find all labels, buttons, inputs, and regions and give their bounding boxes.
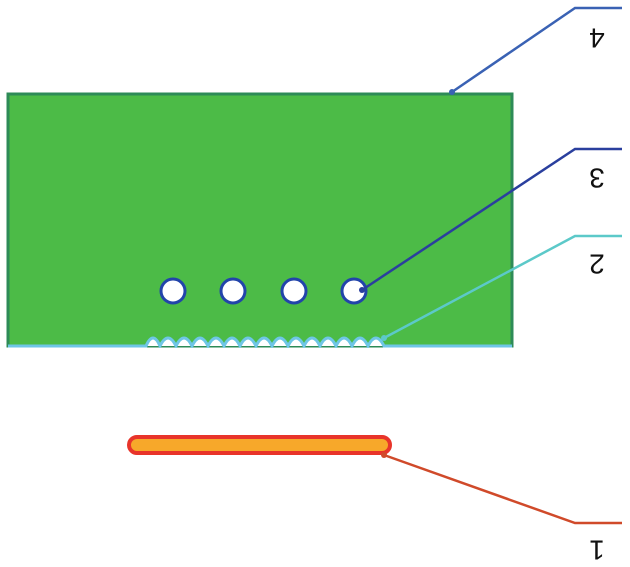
leader-dot-4 [449,89,455,95]
channel-hole [219,277,247,305]
callout-label-3: 3 [589,163,605,194]
green-block [6,92,514,348]
leader-line-1 [383,453,622,525]
leader-dot-2 [381,335,387,341]
leader-dot-3 [359,287,365,293]
callout-label-1: 1 [589,535,605,566]
leader-line-4 [451,6,622,94]
heating-strip [127,435,392,455]
below-block-fill [0,348,630,358]
channel-hole [280,277,308,305]
wavy-bottom-edge [8,336,512,350]
channel-hole [159,277,187,305]
leader-line-3 [361,147,622,292]
leader-dot-1 [381,452,387,458]
leader-line-2 [383,234,622,340]
channel-hole [340,277,368,305]
callout-label-4: 4 [589,23,605,54]
callout-label-2: 2 [589,249,605,280]
